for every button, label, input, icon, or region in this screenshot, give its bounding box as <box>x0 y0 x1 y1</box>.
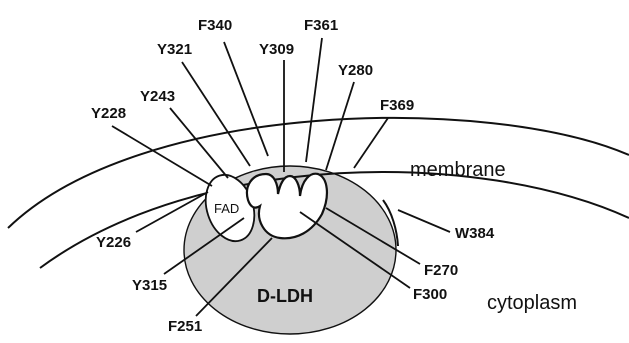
label-y243: Y243 <box>140 88 175 105</box>
leader-lines <box>111 37 451 317</box>
leader-y321 <box>181 61 251 167</box>
label-f300: F300 <box>413 286 447 303</box>
label-d-ldh: D-LDH <box>257 286 313 306</box>
label-y226: Y226 <box>96 234 131 251</box>
leader-y228 <box>111 125 213 187</box>
label-f369: F369 <box>380 97 414 114</box>
label-w384: W384 <box>455 225 495 242</box>
label-y280: Y280 <box>338 62 373 79</box>
label-f361: F361 <box>304 17 338 34</box>
membrane-segment-w384 <box>382 199 399 247</box>
membrane-binding-loop <box>245 172 328 240</box>
leader-y315 <box>163 217 245 275</box>
label-y228: Y228 <box>91 105 126 122</box>
leader-f251 <box>195 237 273 317</box>
leader-f361 <box>305 37 323 163</box>
leader-w384 <box>397 209 451 233</box>
leader-f340 <box>223 41 269 157</box>
label-f251: F251 <box>168 318 202 335</box>
leader-y226 <box>135 191 209 233</box>
leader-f300 <box>299 211 411 289</box>
label-y321: Y321 <box>157 41 192 58</box>
label-fad: FAD <box>214 201 239 216</box>
label-cytoplasm: cytoplasm <box>487 292 577 314</box>
leader-y243 <box>169 107 229 179</box>
label-f270: F270 <box>424 262 458 279</box>
label-membrane: membrane <box>410 159 506 181</box>
membrane-outer-line <box>7 116 629 229</box>
label-y309: Y309 <box>259 41 294 58</box>
label-y315: Y315 <box>132 277 167 294</box>
label-f340: F340 <box>198 17 232 34</box>
leader-f369 <box>353 117 389 169</box>
leader-f270 <box>325 207 421 265</box>
leader-y280 <box>325 81 355 171</box>
membrane-inner-line <box>39 170 629 269</box>
